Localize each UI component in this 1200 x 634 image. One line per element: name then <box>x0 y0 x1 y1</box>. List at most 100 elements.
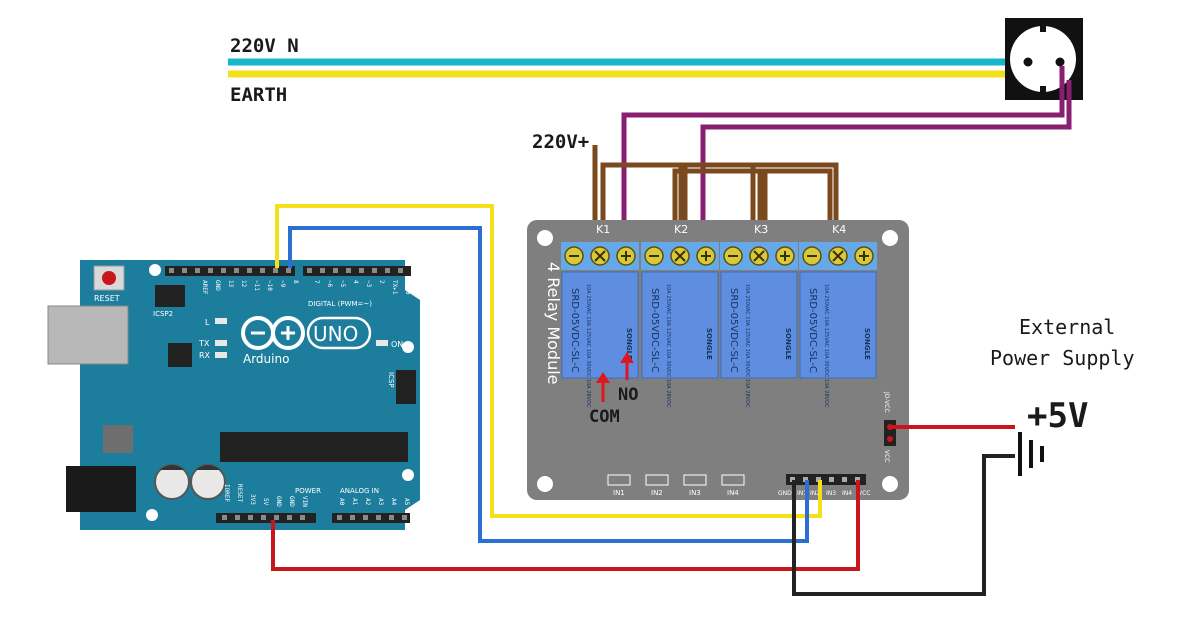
power-label: POWER <box>295 487 321 495</box>
no-label: NO <box>618 385 638 405</box>
signal-wires <box>271 204 1015 596</box>
analog-label: ANALOG IN <box>340 487 379 495</box>
pin-2: 2 <box>378 280 385 284</box>
hdr-in4: IN4 <box>842 490 852 497</box>
live-wires <box>621 66 1072 222</box>
relay-module: 4 Relay Module K1 K2 K3 K4 <box>527 220 909 500</box>
pin-gnd: GND <box>214 280 221 291</box>
relay-brand-2: SONGLE <box>705 328 713 360</box>
hdr-in1: IN1 <box>797 490 807 497</box>
uno-label: UNO <box>313 322 358 346</box>
mains-wires <box>228 58 1051 78</box>
hdr-vcc: VCC <box>858 490 870 497</box>
relay-part-3: SRD-05VDC-SL-C <box>728 288 739 373</box>
arduino-board: RESET ICSP2 AREF GND 13 12 ~11 ~10 ~9 8 <box>47 260 420 530</box>
relay-brand-4: SONGLE <box>863 328 871 360</box>
ext-supply-line2: Power Supply <box>990 346 1135 370</box>
pin-reset: RESET <box>236 484 243 502</box>
relay-k-labels: K1 K2 K3 K4 <box>596 223 846 236</box>
relay-label-k3: K3 <box>754 223 768 236</box>
blue-signal-wire <box>288 226 809 543</box>
relay-jumpers <box>592 145 839 222</box>
live-wire-inner <box>700 80 1072 222</box>
relay-label-k4: K4 <box>832 223 846 236</box>
mains-n-label: 220V N <box>230 35 299 57</box>
digital-header-right <box>303 266 411 276</box>
hdr-gnd: GND <box>778 490 792 497</box>
input-header: GND IN1 IN2 IN3 IN4 VCC <box>778 474 870 497</box>
pin-8: 8 <box>292 280 299 284</box>
led-on-label: ON <box>391 340 403 349</box>
black-gnd-wire <box>792 454 1015 596</box>
pin-7: 7 <box>313 280 320 284</box>
relay-module-title: 4 Relay Module <box>544 262 563 385</box>
led-label-in3: IN3 <box>689 489 701 497</box>
reset-label: RESET <box>94 294 120 303</box>
pin-1: TX▸1 <box>391 280 398 295</box>
mains-plus-label: 220V+ <box>532 131 589 153</box>
pin-4: 4 <box>352 280 359 284</box>
relay-rating-1: 10A 250VAC 10A 125VAC 10A 30VDC 10A 28VD… <box>585 284 591 408</box>
ext-supply-line1: External <box>1019 315 1115 339</box>
digital-header-left <box>165 266 295 276</box>
relay-label-k1: K1 <box>596 223 610 236</box>
pin-vin: VIN <box>301 496 308 507</box>
pin-aref: AREF <box>201 280 208 295</box>
pin-12: 12 <box>240 280 247 288</box>
usb-connector <box>47 305 129 365</box>
relay-label-k2: K2 <box>674 223 688 236</box>
usb-chip <box>168 343 192 367</box>
pin-5: ~5 <box>339 280 346 288</box>
pin-11: ~11 <box>253 280 260 291</box>
microcontroller <box>220 432 408 462</box>
pin-3v3: 3V3 <box>249 494 256 505</box>
pin-gnd-1: GND <box>275 496 282 507</box>
plus5v-label: +5V <box>1027 396 1088 436</box>
hdr-in3: IN3 <box>826 490 836 497</box>
red-arrow-icon <box>596 352 634 402</box>
pin-10: ~10 <box>266 280 273 291</box>
led-l-label: L <box>205 318 210 327</box>
com-label: COM <box>589 407 620 427</box>
pin-a1: A1 <box>351 498 358 506</box>
arduino-brand: Arduino <box>243 352 289 366</box>
pin-a4: A4 <box>390 498 397 506</box>
relay-rating-3: 10A 250VAC 10A 125VAC 10A 30VDC 10A 28VD… <box>744 284 750 408</box>
led-label-in2: IN2 <box>651 489 663 497</box>
input-leds: IN1 IN2 IN3 IN4 <box>607 474 745 497</box>
icsp2-label: ICSP2 <box>153 310 173 318</box>
pin-0: RX◂0 <box>404 280 411 295</box>
analog-header <box>332 513 410 523</box>
pin-ioref: IOREF <box>223 484 230 502</box>
terminal-blocks <box>561 242 877 270</box>
relay-rating-2: 10A 250VAC 10A 125VAC 10A 30VDC 10A 28VD… <box>665 284 671 408</box>
pin-6: ~6 <box>326 280 333 288</box>
digital-label: DIGITAL (PWM=~) <box>308 300 372 308</box>
led-rx-label: RX <box>199 351 211 360</box>
led-tx-label: TX <box>198 339 210 348</box>
pin-5v: 5V <box>262 498 269 506</box>
relay-brand-1: SONGLE <box>625 328 633 360</box>
pin-a0: A0 <box>338 498 345 506</box>
arduino-logo <box>241 316 305 350</box>
earth-label: EARTH <box>230 84 287 106</box>
yellow-signal-wire <box>275 204 822 518</box>
hdr-in2: IN2 <box>810 490 820 497</box>
pin-gnd-2: GND <box>288 496 295 507</box>
pin-9: ~9 <box>279 280 286 288</box>
battery-icon <box>1018 432 1044 476</box>
pin-13: 13 <box>227 280 234 288</box>
relay-rating-4: 10A 250VAC 10A 125VAC 10A 30VDC 10A 28VD… <box>823 284 829 408</box>
regulator <box>103 425 133 453</box>
red-5v-wire <box>271 480 860 571</box>
pin-a3: A3 <box>377 498 384 506</box>
icsp-label: ICSP <box>387 372 395 388</box>
led-label-in1: IN1 <box>613 489 625 497</box>
wall-socket-icon <box>1005 18 1083 100</box>
dc-jack <box>66 466 136 512</box>
pin-a5: A5 <box>403 498 410 506</box>
relay-brand-3: SONGLE <box>784 328 792 360</box>
led-label-in4: IN4 <box>727 489 739 497</box>
pin-a2: A2 <box>364 498 371 506</box>
